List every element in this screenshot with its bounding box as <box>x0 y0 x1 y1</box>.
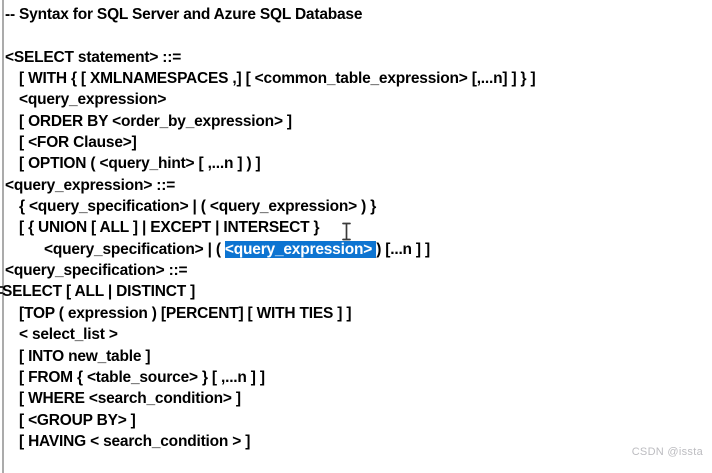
code-line[interactable]: <SELECT statement> ::= <box>5 48 182 66</box>
code-line[interactable]: [ INTO new_table ] <box>19 347 151 365</box>
code-line[interactable]: [ HAVING < search_condition > ] <box>19 432 251 450</box>
text-cursor-ibeam-icon <box>342 222 351 241</box>
code-line-under-cursor[interactable]: [ { UNION [ ALL ] | EXCEPT | INTERSECT } <box>19 219 320 237</box>
watermark-text: CSDN @issta <box>631 446 703 458</box>
code-line[interactable]: [ FROM { <table_source> } [ ,...n ] ] <box>19 368 265 386</box>
code-line[interactable]: [ OPTION ( <query_hint> [ ,...n ] ) ] <box>19 155 261 173</box>
sql-syntax-code-block: -- Syntax for SQL Server and Azure SQL D… <box>0 4 712 452</box>
code-line[interactable]: <query_expression> <box>19 91 167 109</box>
selection-post-text: ) [...n ] ] <box>376 240 430 258</box>
code-line[interactable]: <query_specification> ::= <box>5 262 188 280</box>
code-line-comment[interactable]: -- Syntax for SQL Server and Azure SQL D… <box>5 6 363 23</box>
code-line[interactable]: <query_expression> ::= <box>5 176 176 194</box>
code-line[interactable]: [ WITH { [ XMLNAMESPACES ,] [ <common_ta… <box>19 70 536 88</box>
code-line[interactable]: { <query_specification> | ( <query_expre… <box>19 198 377 216</box>
code-line[interactable]: [ <FOR Clause>] <box>19 134 137 152</box>
selected-text-highlight[interactable]: <query_expression> <box>224 240 377 258</box>
code-line[interactable]: [TOP ( expression ) [PERCENT] [ WITH TIE… <box>19 304 352 322</box>
left-edge-clipped-artifact <box>0 286 3 294</box>
panel-left-border <box>2 0 4 473</box>
code-line-blank[interactable] <box>0 25 712 46</box>
selection-pre-text: <query_specification> | ( <box>44 240 225 258</box>
code-line[interactable]: [ ORDER BY <order_by_expression> ] <box>19 112 292 130</box>
code-line[interactable]: SELECT [ ALL | DISTINCT ] <box>2 283 196 301</box>
code-line[interactable]: < select_list > <box>19 326 118 344</box>
code-line[interactable]: [ <GROUP BY> ] <box>19 411 136 429</box>
code-line-with-selection[interactable]: <query_specification> | ( <query_express… <box>0 239 712 260</box>
code-line[interactable]: [ WHERE <search_condition> ] <box>19 390 241 408</box>
